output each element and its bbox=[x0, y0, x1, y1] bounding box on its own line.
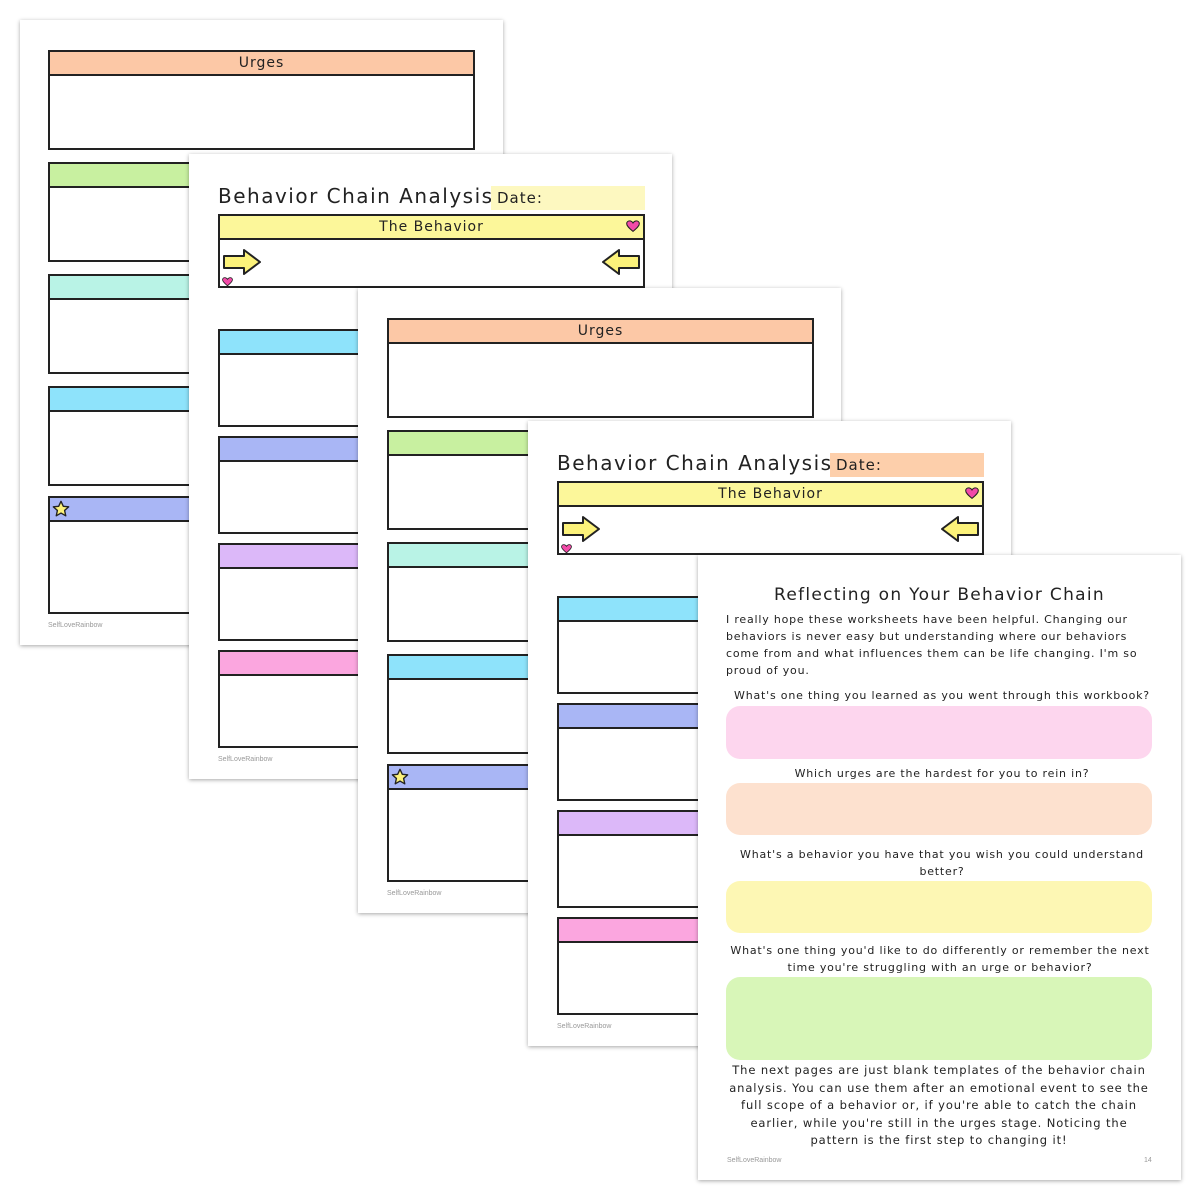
heart-icon bbox=[626, 220, 640, 233]
brand-footer: SelfLoveRainbow bbox=[218, 756, 273, 763]
page-title: Reflecting on Your Behavior Chain bbox=[773, 585, 1105, 605]
page-title: Behavior Chain Analysis bbox=[218, 184, 494, 208]
heart-icon bbox=[222, 277, 233, 287]
page-title: Behavior Chain Analysis bbox=[557, 451, 833, 475]
date-field: Date: bbox=[830, 453, 984, 477]
answer-field-1[interactable] bbox=[726, 706, 1152, 759]
answer-field-3[interactable] bbox=[726, 881, 1152, 933]
urges-header: Urges bbox=[389, 320, 812, 344]
urges-box: Urges bbox=[48, 50, 475, 150]
urges-header: Urges bbox=[50, 52, 473, 76]
arrow-right-icon bbox=[222, 248, 262, 276]
reflection-page: Reflecting on Your Behavior Chain I real… bbox=[698, 555, 1181, 1180]
page-number: 14 bbox=[1144, 1157, 1152, 1164]
heart-icon bbox=[965, 487, 979, 500]
heart-icon bbox=[561, 544, 572, 554]
answer-field-4[interactable] bbox=[726, 977, 1152, 1060]
brand-footer: SelfLoveRainbow bbox=[727, 1157, 782, 1164]
star-icon bbox=[391, 768, 409, 786]
behavior-header: The Behavior bbox=[559, 483, 982, 507]
question-1: What's one thing you learned as you went… bbox=[734, 689, 1150, 702]
behavior-box: The Behavior bbox=[218, 214, 645, 288]
brand-footer: SelfLoveRainbow bbox=[557, 1023, 612, 1030]
question-2: Which urges are the hardest for you to r… bbox=[794, 767, 1090, 780]
behavior-box: The Behavior bbox=[557, 481, 984, 555]
brand-footer: SelfLoveRainbow bbox=[387, 890, 442, 897]
question-4: What's one thing you'd like to do differ… bbox=[730, 944, 1150, 974]
behavior-header: The Behavior bbox=[220, 216, 643, 240]
intro-paragraph: I really hope these worksheets have been… bbox=[726, 613, 1138, 677]
arrow-left-icon bbox=[601, 248, 641, 276]
answer-field-2[interactable] bbox=[726, 783, 1152, 835]
arrow-left-icon bbox=[940, 515, 980, 543]
closing-paragraph: The next pages are just blank templates … bbox=[729, 1063, 1149, 1147]
star-icon bbox=[52, 500, 70, 518]
question-3: What's a behavior you have that you wish… bbox=[740, 848, 1144, 878]
arrow-right-icon bbox=[561, 515, 601, 543]
urges-box: Urges bbox=[387, 318, 814, 418]
brand-footer: SelfLoveRainbow bbox=[48, 622, 103, 629]
date-field: Date: bbox=[491, 186, 645, 210]
